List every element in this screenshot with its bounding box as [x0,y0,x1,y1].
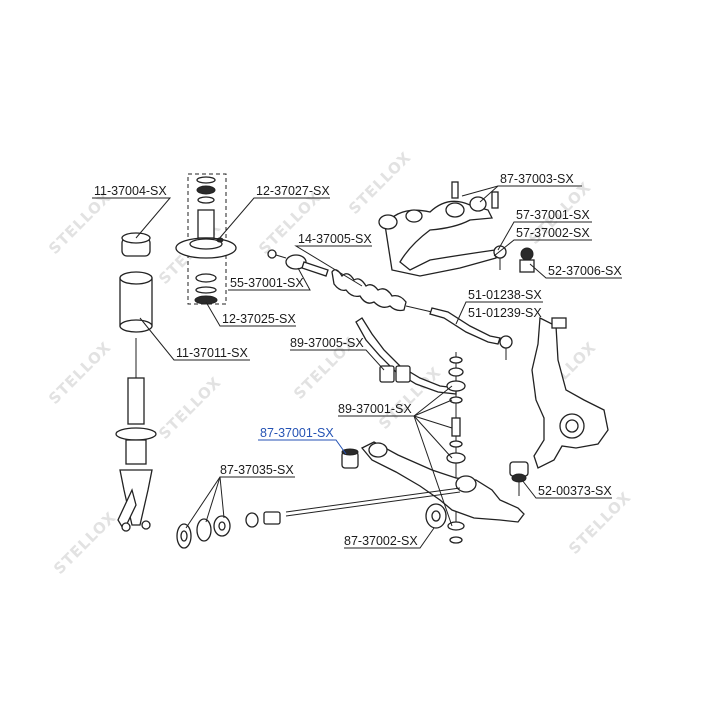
label-51-01238-sx[interactable]: 51-01238-SX [468,288,542,302]
label-51-01239-sx[interactable]: 51-01239-SX [468,306,542,320]
label-52-00373-sx[interactable]: 52-00373-SX [538,484,612,498]
dust-boot [119,271,153,333]
steering-knuckle [531,316,609,469]
leader-lines [92,185,622,549]
shock-absorber [115,338,157,532]
lower-ball-joint [509,461,529,496]
watermark: STELLOX [345,148,415,218]
watermark: STELLOX [45,338,115,408]
watermark: STELLOX [155,373,225,443]
stabilizer-link [446,352,466,544]
label-89-37001-sx[interactable]: 89-37001-SX [338,402,412,416]
label-87-37002-sx-lower[interactable]: 87-37002-SX [344,534,418,548]
label-12-37027-sx[interactable]: 12-37027-SX [256,184,330,198]
label-14-37005-sx[interactable]: 14-37005-SX [298,232,372,246]
compression-rod-bushing-set [176,511,281,549]
bump-stop [121,232,151,257]
label-87-37001-sx-highlighted[interactable]: 87-37001-SX [260,426,334,440]
strut-mount-stack [175,173,237,305]
label-57-37002-sx[interactable]: 57-37002-SX [516,226,590,240]
lower-control-arm [360,441,525,523]
label-55-37001-sx[interactable]: 55-37001-SX [230,276,304,290]
label-87-37003-sx[interactable]: 87-37003-SX [500,172,574,186]
watermark: STELLOX [45,188,115,258]
watermark: STELLOX [255,188,325,258]
label-57-37001-sx[interactable]: 57-37001-SX [516,208,590,222]
watermark: STELLOX [565,488,635,558]
compression-rod [285,487,461,517]
label-11-37004-sx[interactable]: 11-37004-SX [94,184,167,198]
upper-ball-joint [519,247,535,273]
label-52-37006-sx[interactable]: 52-37006-SX [548,264,622,278]
label-89-37005-sx[interactable]: 89-37005-SX [290,336,364,350]
lower-rear-bushing [425,503,447,529]
label-87-37035-sx[interactable]: 87-37035-SX [220,463,294,477]
watermark: STELLOX [50,508,120,578]
steering-rack-boot [267,249,433,313]
label-11-37011-sx[interactable]: 11-37011-SX [176,346,248,360]
tie-rod [429,307,513,360]
label-12-37025-sx[interactable]: 12-37025-SX [222,312,296,326]
part-labels: 11-37004-SX 12-37027-SX 87-37003-SX 57-3… [94,172,622,548]
